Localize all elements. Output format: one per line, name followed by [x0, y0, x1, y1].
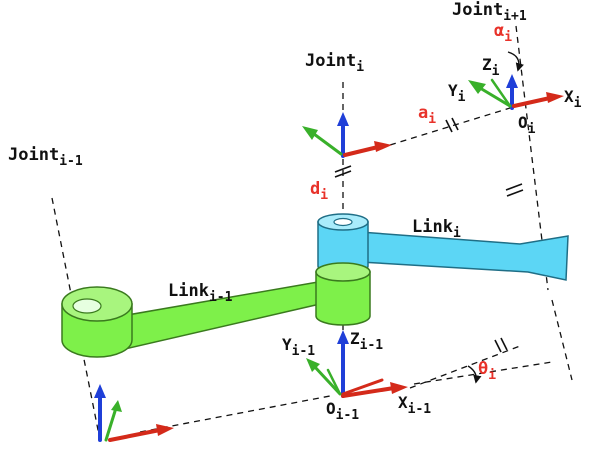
axis-arrow: [341, 378, 384, 396]
common-normal-curr-line: [389, 107, 511, 146]
axis-arrow: [108, 428, 162, 442]
axis-arrow: [374, 141, 392, 152]
link-prev-body: [61, 262, 371, 358]
y-prev-label: Yi-1: [282, 335, 315, 359]
x-prev-extension-line: [409, 345, 521, 389]
axis-arrow: [390, 382, 408, 394]
axis-arrow: [104, 406, 118, 442]
axis-arrow: [312, 364, 342, 396]
x-prev-label: Xi-1: [398, 393, 431, 417]
axis-arrow: [337, 112, 349, 126]
axis-arrow: [341, 386, 396, 398]
z-prev-label: Zi-1: [350, 329, 383, 353]
axis-arrow: [302, 126, 318, 140]
axis-arrow: [306, 358, 320, 372]
joint-next-label: Jointi+1: [452, 0, 527, 24]
axis-arrow: [343, 145, 380, 157]
axis-arrow: [111, 400, 122, 412]
rotation-arc-icon: [467, 51, 524, 384]
axis-arrow: [468, 80, 486, 94]
axis-arrows: [94, 74, 564, 442]
axis-arrow: [478, 86, 512, 108]
link-prev-label: Linki-1: [168, 281, 233, 305]
link-curr-body: [317, 213, 569, 281]
joint-next-axis-lower-line: [551, 299, 573, 381]
axis-arrow: [546, 92, 564, 103]
z-curr-label: Zi: [482, 55, 500, 79]
labels: Jointi-1 Jointi Jointi+1 Linki-1 Linki Y…: [8, 0, 582, 423]
axis-arrow: [94, 384, 106, 398]
joint-curr-label: Jointi: [305, 51, 364, 75]
link-curr-label: Linki: [412, 217, 461, 241]
x-curr-label: Xi: [564, 87, 582, 111]
axis-arrow: [490, 78, 512, 108]
a-param-label: ai: [418, 103, 436, 127]
d-param-label: di: [310, 179, 328, 203]
axis-arrow: [512, 96, 552, 108]
common-normal-prev-line: [139, 395, 331, 433]
axis-arrow: [312, 132, 343, 156]
axis-arrow: [326, 368, 342, 396]
axis-arrow: [506, 74, 518, 88]
alpha-param-label: αi: [494, 21, 512, 45]
axis-arrow: [337, 330, 349, 344]
o-curr-label: Oi: [518, 113, 536, 137]
axis-arrow: [156, 424, 174, 436]
theta-reference-line: [413, 361, 553, 385]
y-curr-label: Yi: [448, 81, 466, 105]
theta-param-label: θi: [478, 359, 496, 383]
equal-tick-icon: [334, 117, 524, 353]
joint-prev-label: Jointi-1: [8, 145, 83, 169]
o-prev-label: Oi-1: [326, 399, 359, 423]
